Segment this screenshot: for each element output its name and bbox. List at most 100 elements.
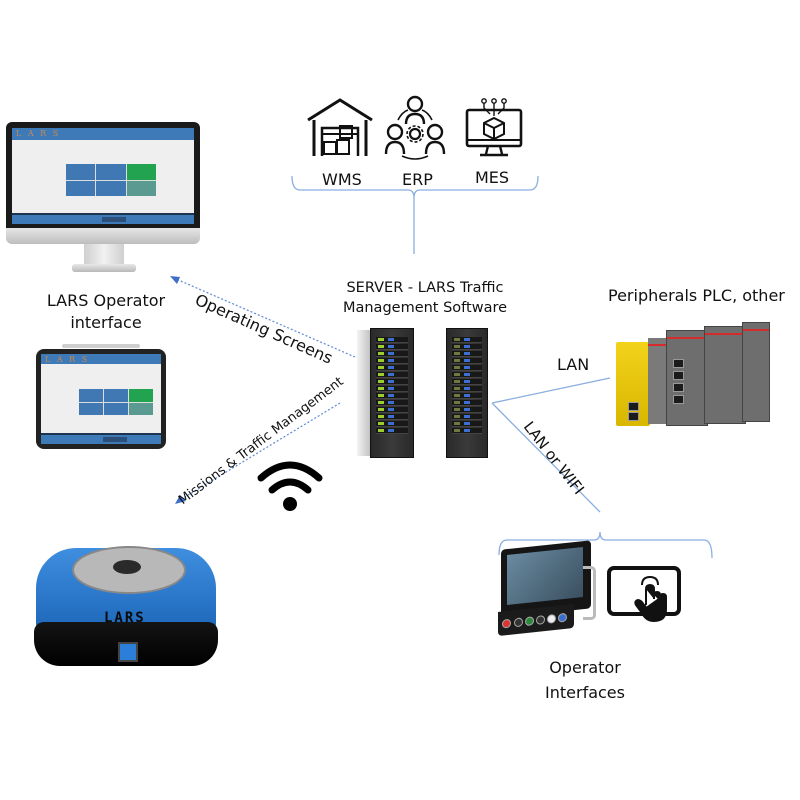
operator-interfaces-label: Operator Interfaces — [520, 655, 650, 705]
stylus-pen — [62, 344, 140, 348]
monitor-base — [72, 264, 136, 272]
hmi-key — [514, 617, 523, 628]
erp-label: ERP — [402, 170, 433, 189]
operator-interface-label-line1: LARS Operator — [46, 291, 166, 310]
server-title: SERVER - LARS Traffic Management Softwar… — [330, 278, 520, 318]
mes-system — [464, 96, 524, 158]
operator-interface-label-line2: interface — [70, 313, 142, 332]
ethernet-port — [628, 402, 639, 411]
server-title-line1: SERVER - LARS Traffic — [346, 280, 504, 296]
screen-tile — [96, 180, 126, 196]
server-unit — [452, 379, 482, 385]
missions-arrowhead — [175, 495, 186, 504]
screen-tile — [129, 389, 153, 402]
server-unit — [452, 344, 482, 350]
robot-sensor — [118, 642, 138, 662]
server-unit — [452, 337, 482, 343]
operator-interface-label: LARS Operator interface — [36, 290, 176, 334]
screen-tile-grid — [79, 389, 153, 415]
server-unit — [452, 351, 482, 357]
ethernet-port — [628, 412, 639, 421]
screen-tile — [129, 402, 153, 415]
server-unit — [376, 414, 408, 420]
server-unit — [452, 358, 482, 364]
server-rack — [370, 328, 414, 458]
server-unit — [376, 365, 408, 371]
peripherals-label: Peripherals PLC, other — [608, 286, 785, 305]
monitor-cube-icon — [465, 98, 523, 157]
operating-screens-arrow — [175, 278, 356, 358]
erp-system — [384, 94, 446, 160]
screen-tile — [66, 180, 96, 196]
screen-footer-bar — [12, 213, 194, 224]
lan-label: LAN — [557, 355, 590, 374]
server-unit — [376, 393, 408, 399]
operator-interfaces-label-line2: Interfaces — [545, 683, 625, 702]
team-gear-icon — [384, 95, 446, 160]
server-unit — [376, 379, 408, 385]
wifi-icon — [255, 458, 325, 514]
screen-footer-button — [103, 437, 127, 442]
screen-header-bar: L A R S — [41, 354, 161, 364]
server-unit — [376, 400, 408, 406]
hmi-screen — [507, 547, 583, 605]
plc-safety-module — [616, 342, 650, 426]
server-unit — [376, 351, 408, 357]
missions-arrow — [179, 402, 341, 501]
screen-tile — [79, 389, 103, 402]
server-unit — [452, 428, 482, 434]
server-rack — [446, 328, 488, 458]
screen-header-bar: L A R S — [12, 128, 194, 140]
screen-tile — [66, 164, 96, 180]
operator-interfaces-bracket — [498, 531, 713, 559]
screen-tile — [96, 164, 126, 180]
screen-footer-button — [102, 217, 126, 222]
plc-module — [648, 338, 668, 424]
monitor-stand — [84, 244, 124, 266]
server-rack-door — [357, 330, 371, 456]
robot-plate-center — [113, 560, 141, 574]
screen-footer-bar — [41, 433, 161, 444]
plc-module — [742, 322, 770, 422]
server-unit — [452, 414, 482, 420]
lan-wifi-line — [491, 402, 601, 513]
hmi-key — [547, 613, 556, 624]
plc-module — [666, 330, 708, 426]
operating-screens-arrowhead — [170, 276, 180, 284]
server-unit — [376, 358, 408, 364]
server-unit — [452, 421, 482, 427]
screen-tile-grid — [66, 164, 156, 196]
lan-line — [491, 377, 611, 404]
ethernet-port — [673, 395, 684, 404]
server-unit — [452, 407, 482, 413]
screen-tile — [104, 402, 128, 415]
server-unit — [452, 400, 482, 406]
server-unit — [452, 386, 482, 392]
server-unit — [376, 337, 408, 343]
screen-logo: L A R S — [16, 129, 61, 138]
warehouse-icon — [307, 98, 373, 156]
server-unit — [376, 372, 408, 378]
ethernet-port — [673, 371, 684, 380]
server-unit — [376, 344, 408, 350]
screen-tile — [79, 402, 103, 415]
touch-tablet-icon — [606, 565, 684, 623]
hmi-key — [536, 615, 545, 625]
server-unit — [452, 393, 482, 399]
wms-system — [304, 96, 376, 158]
server-unit — [376, 421, 408, 427]
ethernet-port — [673, 383, 684, 392]
server-unit — [452, 365, 482, 371]
server-unit — [376, 386, 408, 392]
mes-label: MES — [475, 168, 510, 187]
screen-logo: L A R S — [45, 355, 90, 364]
screen-tile — [126, 180, 156, 196]
screen-tile — [104, 389, 128, 402]
monitor-chin — [6, 228, 200, 244]
operator-interfaces-label-line1: Operator — [549, 658, 621, 677]
server-unit — [452, 372, 482, 378]
robot-logo: LARS — [104, 610, 146, 626]
wms-label: WMS — [322, 170, 362, 189]
server-unit — [376, 407, 408, 413]
